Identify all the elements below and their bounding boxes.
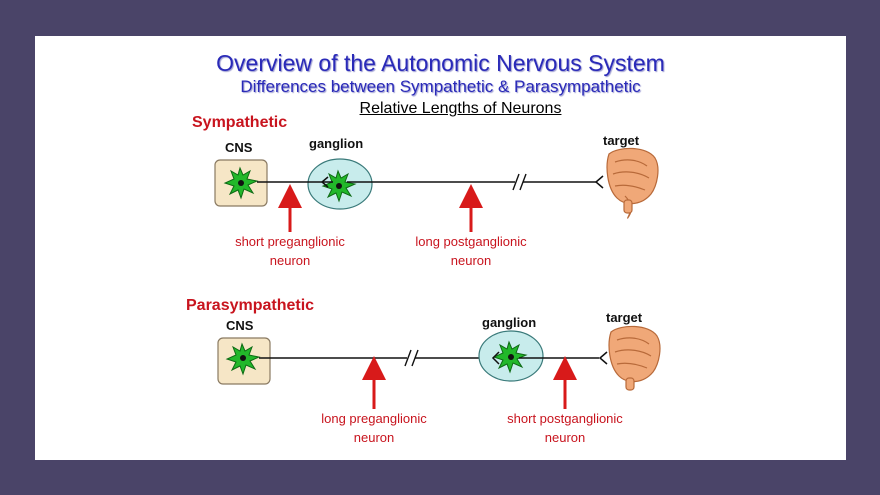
slide: Overview of the Autonomic Nervous System… xyxy=(35,36,846,460)
sympathetic-heading: Sympathetic xyxy=(192,114,288,131)
section-title: Relative Lengths of Neurons xyxy=(359,100,562,117)
parasympathetic-target-label: target xyxy=(606,310,643,325)
neuron-diagram xyxy=(214,147,661,409)
parasympathetic-heading: Parasympathetic xyxy=(186,297,315,314)
parasympathetic-synapse-icon xyxy=(491,351,500,365)
parasympathetic-ganglion xyxy=(478,330,544,382)
sympathetic-cns-box xyxy=(214,159,268,207)
main-title: Overview of the Autonomic Nervous System xyxy=(216,50,665,76)
parasympathetic-intestine-icon xyxy=(608,325,661,391)
sympathetic-target-synapse-icon xyxy=(594,175,604,189)
sympathetic-intestine-icon xyxy=(606,147,659,219)
sympathetic-target-label: target xyxy=(603,133,640,148)
subtitle: Differences between Sympathetic & Parasy… xyxy=(240,77,641,96)
sympathetic-post-caption: long postganglionic neuron xyxy=(415,234,527,268)
parasympathetic-pre-caption: long preganglionic neuron xyxy=(321,411,427,445)
parasympathetic-cns-label: CNS xyxy=(226,318,254,333)
parasympathetic-target-synapse-icon xyxy=(598,351,608,365)
sympathetic-ganglion xyxy=(307,158,373,210)
sympathetic-cns-label: CNS xyxy=(225,140,253,155)
sympathetic-break-icon xyxy=(512,173,527,191)
parasympathetic-cns-box xyxy=(217,337,271,385)
sympathetic-pre-caption: short preganglionic neuron xyxy=(235,234,345,268)
sympathetic-ganglion-label: ganglion xyxy=(309,136,364,151)
parasympathetic-post-caption: short postganglionic neuron xyxy=(507,411,623,445)
parasympathetic-break-icon xyxy=(404,349,419,367)
sympathetic-synapse-icon xyxy=(320,176,329,188)
parasympathetic-ganglion-label: ganglion xyxy=(482,315,537,330)
